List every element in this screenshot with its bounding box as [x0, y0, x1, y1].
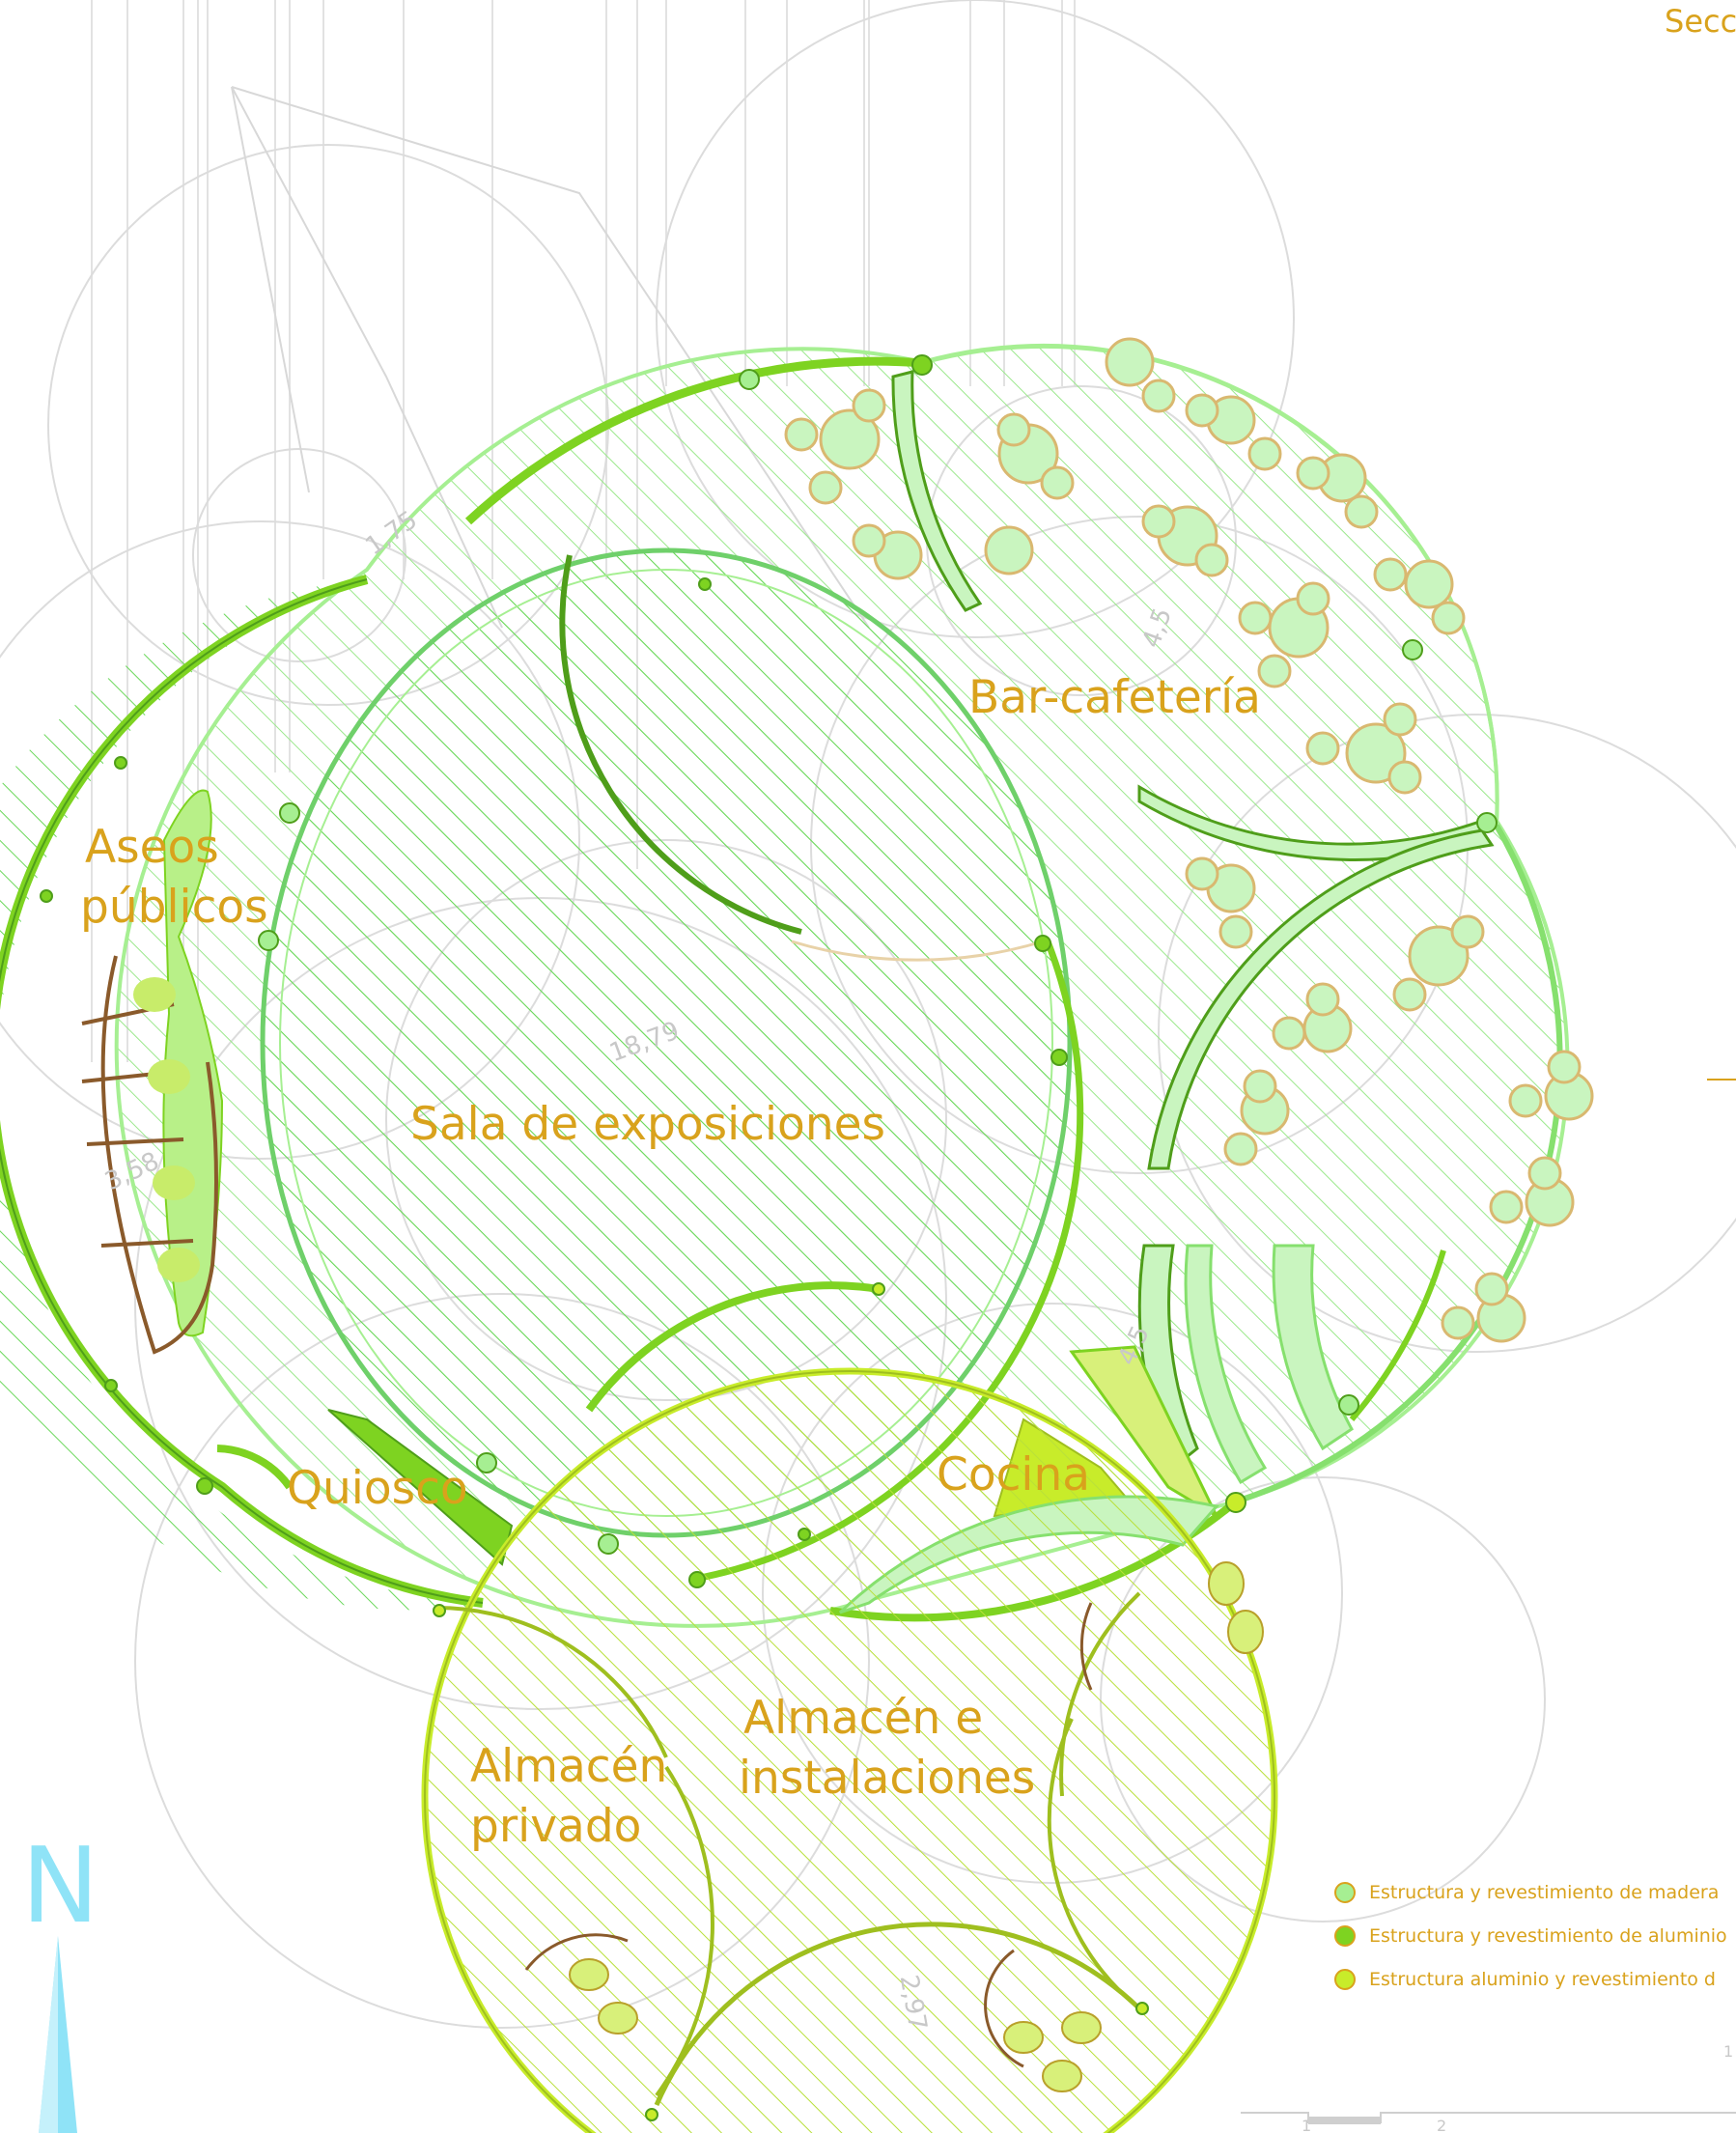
legend-item-yellow: Estructura aluminio y revestimiento d	[1334, 1969, 1716, 1990]
legend-swatch-yellow	[1334, 1969, 1356, 1990]
legend-swatch-aluminium	[1334, 1925, 1356, 1947]
scale-tick-2: 2	[1437, 2117, 1446, 2133]
scale-bar: 1 2 1	[1241, 2042, 1736, 2133]
label-privado-2: privado	[470, 1800, 641, 1853]
label-aseos-2: públicos	[80, 881, 268, 934]
bar-top-wall	[464, 356, 923, 525]
scale-corner: 1	[1723, 2042, 1733, 2061]
structural-nodes	[40, 354, 1498, 2121]
legend-label-wood: Estructura y revestimiento de madera	[1369, 1882, 1719, 1903]
label-almacen-1: Almacén e	[743, 1692, 983, 1745]
label-quiosco: Quiosco	[287, 1462, 468, 1515]
almacen-pavilion	[421, 1367, 1278, 2133]
legend-swatch-wood	[1334, 1882, 1356, 1903]
legend-label-aluminium: Estructura y revestimiento de aluminio	[1369, 1925, 1727, 1947]
section-label: Secc	[1665, 3, 1736, 40]
label-aseos-1: Aseos	[85, 821, 219, 874]
north-letter: N	[21, 1826, 99, 1947]
legend-item-wood: Estructura y revestimiento de madera	[1334, 1882, 1719, 1903]
legend-item-aluminium: Estructura y revestimiento de aluminio	[1334, 1925, 1727, 1947]
scale-tick-1: 1	[1302, 2117, 1311, 2133]
north-arrow: N	[21, 1826, 99, 2133]
label-sala-exposiciones: Sala de exposiciones	[410, 1098, 885, 1151]
legend-label-yellow: Estructura aluminio y revestimiento d	[1369, 1969, 1716, 1990]
aseos-interior	[81, 789, 224, 1355]
label-bar-cafeteria: Bar-cafetería	[968, 671, 1261, 724]
trees	[784, 337, 1594, 1343]
label-cocina: Cocina	[937, 1448, 1090, 1502]
label-privado-1: Almacén	[470, 1740, 667, 1793]
legend: Estructura y revestimiento de madera Est…	[1334, 1882, 1727, 1990]
label-almacen-2: instalaciones	[739, 1752, 1035, 1805]
construction-lines	[91, 0, 1076, 1062]
